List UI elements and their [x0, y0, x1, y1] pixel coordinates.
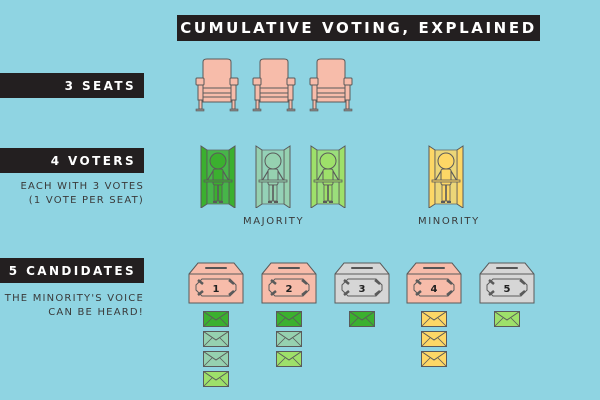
voter-majority-icon: [310, 144, 346, 209]
voter-majority-icon: [200, 144, 236, 209]
vote-envelope-icon: [203, 331, 229, 347]
svg-text:2: 2: [286, 284, 293, 295]
vote-envelope-icon: [349, 311, 375, 327]
seat-icon: [252, 58, 296, 112]
seat-icon: [309, 58, 353, 112]
ballot-box-3-icon: 3: [334, 262, 390, 304]
voters-label: 4 VOTERS: [0, 148, 144, 173]
candidates-description-line2: CAN BE HEARD!: [48, 307, 144, 318]
vote-envelope-icon: [421, 351, 447, 367]
seats-label: 3 SEATS: [0, 73, 144, 98]
voter-majority-icon: [255, 144, 291, 209]
vote-envelope-icon: [203, 371, 229, 387]
vote-envelope-icon: [203, 351, 229, 367]
majority-label: MAJORITY: [243, 216, 305, 227]
vote-envelope-icon: [494, 311, 520, 327]
svg-text:1: 1: [213, 284, 220, 295]
voters-description-line2: (1 VOTE PER SEAT): [28, 195, 144, 206]
vote-envelope-icon: [421, 331, 447, 347]
svg-text:5: 5: [504, 284, 511, 295]
ballot-box-2-icon: 2: [261, 262, 317, 304]
vote-envelope-icon: [276, 311, 302, 327]
ballot-box-1-icon: 1: [188, 262, 244, 304]
ballot-box-5-icon: 5: [479, 262, 535, 304]
candidates-description: THE MINORITY'S VOICE CAN BE HEARD!: [5, 292, 144, 320]
candidates-label: 5 CANDIDATES: [0, 258, 144, 283]
candidates-description-line1: THE MINORITY'S VOICE: [4, 293, 144, 304]
vote-envelope-icon: [421, 311, 447, 327]
vote-envelope-icon: [276, 331, 302, 347]
ballot-box-4-icon: 4: [406, 262, 462, 304]
vote-envelope-icon: [203, 311, 229, 327]
voter-minority-icon: [428, 144, 464, 209]
voters-description-line1: EACH WITH 3 VOTES: [20, 181, 144, 192]
vote-envelope-icon: [276, 351, 302, 367]
voters-description: EACH WITH 3 VOTES (1 VOTE PER SEAT): [20, 180, 144, 208]
page-title: CUMULATIVE VOTING, EXPLAINED: [177, 15, 540, 41]
svg-text:4: 4: [431, 284, 438, 295]
minority-label: MINORITY: [418, 216, 480, 227]
seat-icon: [195, 58, 239, 112]
svg-text:3: 3: [359, 284, 366, 295]
